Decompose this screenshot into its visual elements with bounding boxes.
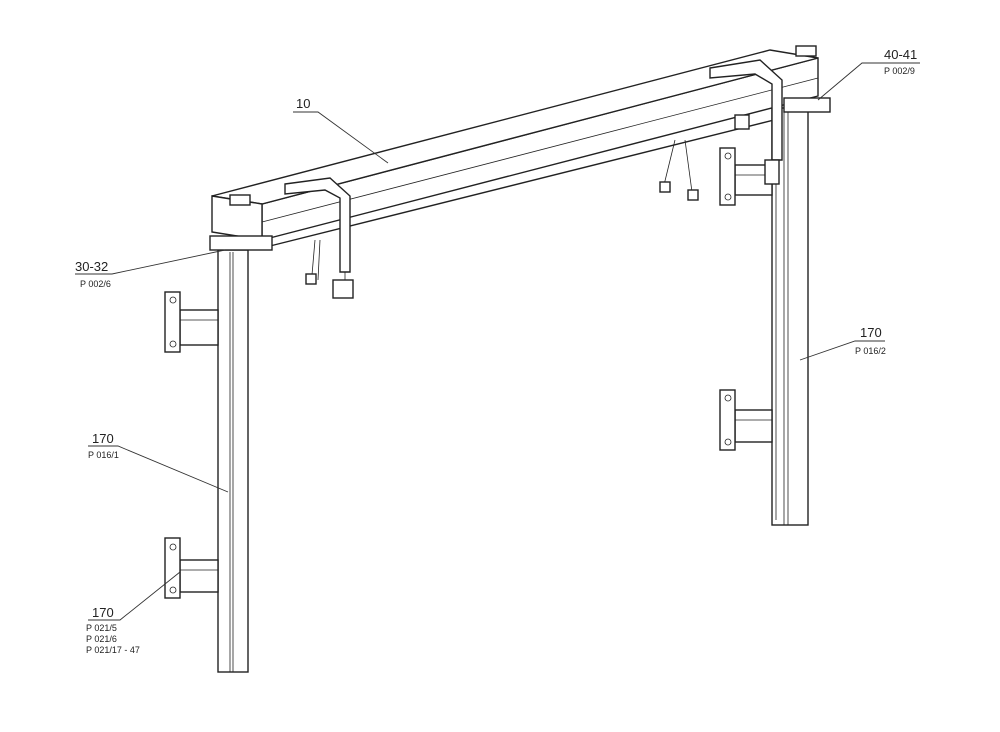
svg-text:P 021/17 - 47: P 021/17 - 47 [86, 645, 140, 655]
svg-text:P 002/9: P 002/9 [884, 66, 915, 76]
svg-text:P 016/1: P 016/1 [88, 450, 119, 460]
svg-text:P 016/2: P 016/2 [855, 346, 886, 356]
callout-40-41: 40-41 P 002/9 [884, 47, 917, 76]
wall-bracket-right-lower [719, 389, 773, 451]
svg-text:P 021/6: P 021/6 [86, 634, 117, 644]
svg-text:170: 170 [92, 605, 114, 620]
hanger-right [659, 59, 783, 201]
svg-text:170: 170 [92, 431, 114, 446]
svg-text:170: 170 [860, 325, 882, 340]
wall-bracket-left-upper [164, 291, 219, 353]
svg-text:30-32: 30-32 [75, 259, 108, 274]
svg-text:P 002/6: P 002/6 [80, 279, 111, 289]
hanger-left [284, 177, 354, 299]
svg-text:10: 10 [296, 96, 310, 111]
left-post [217, 249, 249, 673]
callout-30-32: 30-32 P 002/6 [75, 259, 111, 289]
wall-bracket-right-upper [719, 147, 773, 206]
top-beam [209, 45, 831, 251]
leader-lines [75, 62, 920, 621]
callout-10: 10 [296, 96, 310, 111]
wall-bracket-left-lower [164, 537, 219, 599]
svg-text:40-41: 40-41 [884, 47, 917, 62]
callout-170-bracket: 170 P 021/5 P 021/6 P 021/17 - 47 [86, 605, 140, 655]
svg-text:P 021/5: P 021/5 [86, 623, 117, 633]
callout-170-left: 170 P 016/1 [88, 431, 119, 460]
callout-170-right: 170 P 016/2 [855, 325, 886, 356]
